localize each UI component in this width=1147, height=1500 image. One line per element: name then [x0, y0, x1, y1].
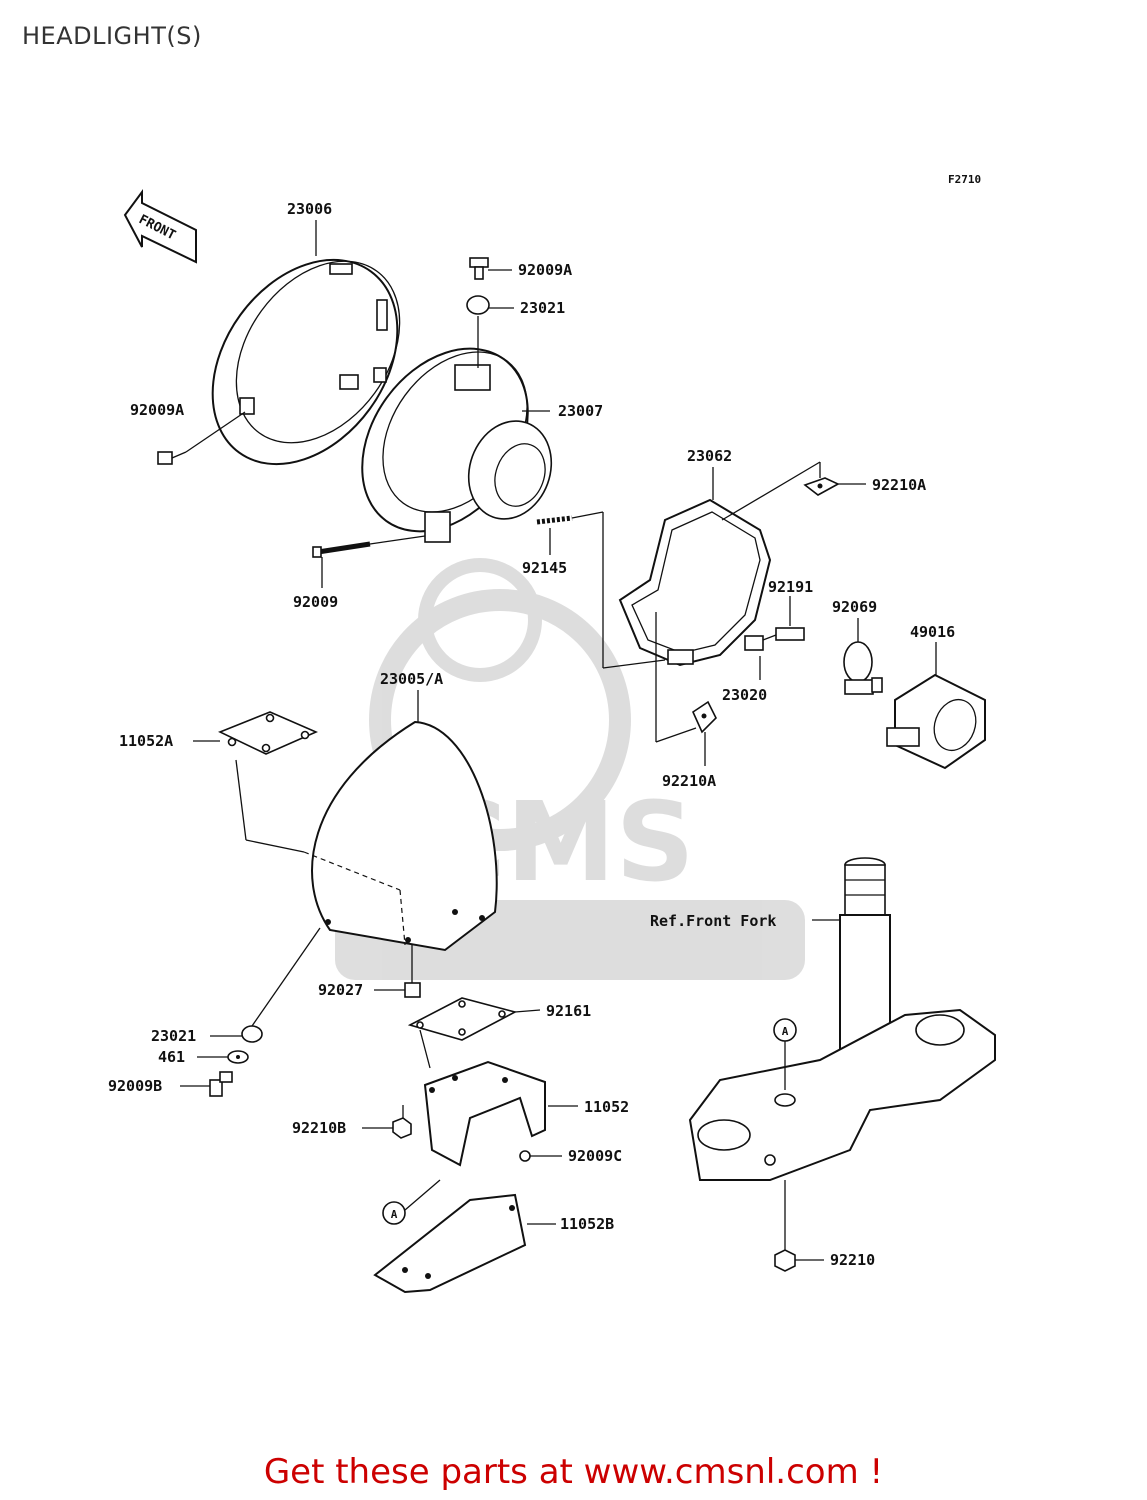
screw-92009a-left-part [157, 451, 187, 465]
label-23021-top: 23021 [520, 299, 565, 317]
grommet-23021-top-part [466, 295, 490, 315]
label-92069: 92069 [832, 598, 877, 616]
label-92210: 92210 [830, 1251, 875, 1269]
bracket-11052b-part [373, 1193, 527, 1294]
nut-92210-part [774, 1249, 796, 1272]
headlight-shell-part [303, 720, 498, 952]
ref-marker-a-left: A [382, 1201, 406, 1225]
label-92009a-left: 92009A [130, 401, 184, 419]
label-92161: 92161 [546, 1002, 591, 1020]
label-23021-bottom: 23021 [151, 1027, 196, 1045]
bulb-92069-part [843, 641, 883, 695]
label-49016: 49016 [910, 623, 955, 641]
screw-92009a-top-part [469, 257, 489, 280]
ref-front-fork-label: Ref.Front Fork [650, 912, 776, 930]
headlight-rim-part [211, 258, 401, 466]
label-23006: 23006 [287, 200, 332, 218]
label-92027: 92027 [318, 981, 363, 999]
cover-49016-part [886, 673, 986, 770]
label-92210a-top: 92210A [872, 476, 926, 494]
label-11052: 11052 [584, 1098, 629, 1116]
washer-92210a-bottom-part [691, 700, 717, 734]
label-461: 461 [158, 1048, 185, 1066]
figure-code: F2710 [948, 173, 981, 186]
front-arrow-icon: FRONT [123, 188, 197, 264]
screw-92009c-part [519, 1150, 531, 1162]
washer-461-part [227, 1050, 249, 1064]
front-fork-stem-part [688, 857, 996, 1181]
headlight-housing-part [361, 347, 553, 543]
ref-marker-a-right: A [773, 1018, 797, 1042]
label-92210a-bottom: 92210A [662, 772, 716, 790]
spring-92145-part [536, 515, 573, 525]
label-92210b: 92210B [292, 1119, 346, 1137]
label-11052b: 11052B [560, 1215, 614, 1233]
label-23007: 23007 [558, 402, 603, 420]
grommet-23021-bottom-part [241, 1025, 263, 1043]
screw-92009b-part [209, 1071, 233, 1097]
pipe-92191-part [775, 627, 805, 641]
label-23020: 23020 [722, 686, 767, 704]
label-23005a: 23005/A [380, 670, 443, 688]
nut-92210b-part [392, 1117, 412, 1139]
label-92009b: 92009B [108, 1077, 162, 1095]
headlight-bracket-part [618, 498, 772, 667]
headlight-parts-diagram: CMS F2710 FRONT 23006 92009A 23007 [108, 173, 996, 1294]
label-92145: 92145 [522, 559, 567, 577]
label-92009a-top: 92009A [518, 261, 572, 279]
label-23062: 23062 [687, 447, 732, 465]
footer-banner: Get these parts at www.cmsnl.com ! [263, 1452, 884, 1492]
collar-92027-part [404, 982, 421, 998]
label-92191: 92191 [768, 578, 813, 596]
label-11052a: 11052A [119, 732, 173, 750]
ref-marker-a-left-text: A [391, 1208, 398, 1221]
ref-marker-a-right-text: A [782, 1025, 789, 1038]
damper-92161-part [407, 997, 518, 1041]
plate-11052a-part [218, 711, 318, 755]
washer-92210a-top-part [803, 477, 840, 496]
page-title: HEADLIGHT(S) [22, 22, 202, 50]
label-92009c: 92009C [568, 1147, 622, 1165]
screw-92009-part [312, 541, 371, 558]
label-92009: 92009 [293, 593, 338, 611]
bracket-11052-part [423, 1060, 546, 1167]
socket-23020-part [744, 635, 764, 651]
